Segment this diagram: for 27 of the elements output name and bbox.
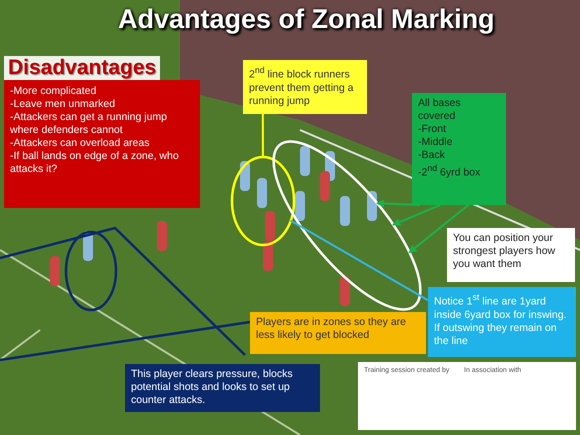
callout-box — [243, 60, 367, 114]
note-text: You can position your strongest players how you want them — [453, 232, 556, 271]
leader-line — [262, 114, 264, 158]
bullet-text: -More complicated — [10, 85, 98, 98]
heading: Disadvantages — [4, 56, 160, 80]
bullet-text: -Attackers can get a running jump where defenders cannot — [10, 111, 168, 137]
title: Advantages of Zonal Marking — [118, 4, 495, 35]
callout-box — [447, 228, 575, 282]
note-text: Notice 1$^{st}$ line are 1yard inside 6yard box for inswing. If outswing they remain on the line — [434, 291, 568, 348]
callout-box — [250, 312, 426, 354]
arrow — [376, 200, 420, 208]
note-text: -Front — [418, 123, 448, 136]
callout-box — [125, 364, 320, 412]
bullet-text: -Attackers can overload areas — [10, 137, 150, 150]
note-text: -Middle — [418, 136, 454, 149]
note-text: -2$^{nd}$ 6yrd box — [418, 162, 482, 180]
note-text: 2$^{nd}$ line block runners prevent them getting a running jump — [249, 64, 354, 108]
bullet-text: -Leave men unmarked — [10, 98, 116, 111]
note-text: All bases covered — [418, 97, 462, 123]
arrow — [392, 204, 441, 226]
bullet-text: -If ball lands on edge of a zone, who attacks it? — [10, 150, 180, 176]
note-text: This player clears pressure, blocks potential shots and looks to set up counter attacks. — [131, 368, 294, 407]
note-text: Players are in zones so they are less likely to get blocked — [256, 316, 407, 342]
callout-box — [428, 287, 576, 357]
note-text: -Back — [418, 149, 446, 162]
arrow — [408, 204, 470, 254]
callout-box — [412, 93, 506, 205]
